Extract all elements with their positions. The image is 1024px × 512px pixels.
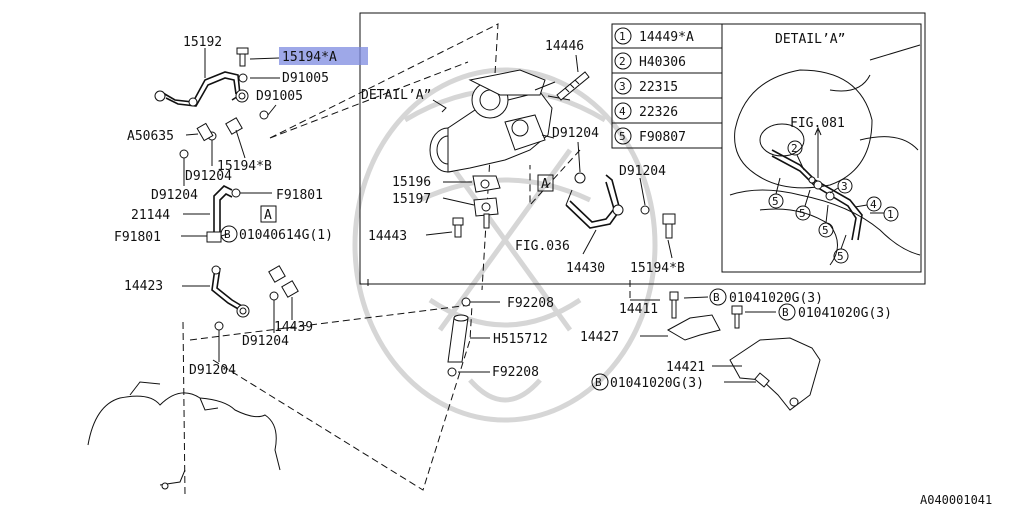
label-01041020g-1: 01041020G(3) bbox=[729, 291, 823, 306]
engine-outline bbox=[87, 381, 281, 490]
label-fig036: FIG.036 bbox=[515, 239, 570, 254]
marker-b2-circle bbox=[778, 303, 796, 321]
svg-text:1: 1 bbox=[887, 208, 894, 221]
svg-text:4: 4 bbox=[870, 198, 877, 211]
marker-b3-circle bbox=[591, 373, 609, 391]
marker-b-left-circle bbox=[220, 225, 238, 243]
label-f91801-b: F91801 bbox=[114, 230, 161, 245]
marker-b1-circle bbox=[709, 288, 727, 306]
marker-a-mid-box bbox=[537, 174, 554, 192]
legend-code-3: 22315 bbox=[639, 80, 678, 95]
label-14439: 14439 bbox=[274, 320, 313, 335]
label-a-mid: A bbox=[541, 177, 549, 192]
oil-pipe-14423 bbox=[211, 265, 299, 331]
label-f92208-b: F92208 bbox=[492, 365, 539, 380]
part-labels: 15192 15194*A D91005 D91005 A50635 15194… bbox=[114, 32, 992, 507]
label-d91005-a: D91005 bbox=[282, 71, 329, 86]
label-14411: 14411 bbox=[619, 302, 658, 317]
label-d91204-l1: D91204 bbox=[185, 169, 232, 184]
leader-lines bbox=[181, 48, 776, 383]
return-pipe-14430 bbox=[565, 172, 676, 239]
label-f91801-a: F91801 bbox=[276, 188, 323, 203]
legend-circles bbox=[614, 27, 632, 145]
label-14443: 14443 bbox=[368, 229, 407, 244]
turbo-frame bbox=[359, 12, 926, 285]
label-d91005-b: D91005 bbox=[256, 89, 303, 104]
svg-text:5: 5 bbox=[799, 207, 806, 220]
label-a-left: A bbox=[264, 208, 272, 223]
detail-a-title: DETAIL’A” bbox=[775, 32, 845, 47]
label-01040614g: 01040614G(1) bbox=[239, 228, 333, 243]
svg-text:5: 5 bbox=[837, 250, 844, 263]
label-b2: B bbox=[782, 306, 789, 319]
label-15194b-left: 15194*B bbox=[217, 159, 272, 174]
detail-a-frame bbox=[721, 23, 922, 273]
detail-a-drawing bbox=[729, 44, 921, 266]
legend-code-4: 22326 bbox=[639, 105, 678, 120]
label-h515712: H515712 bbox=[493, 332, 548, 347]
label-14423: 14423 bbox=[124, 279, 163, 294]
legend-code-5: F90807 bbox=[639, 130, 686, 145]
svg-text:3: 3 bbox=[841, 180, 848, 193]
detail-callout-numbers: 2 3 4 1 5 5 5 5 bbox=[772, 142, 894, 263]
gaskets-middle bbox=[452, 175, 501, 238]
label-14427: 14427 bbox=[580, 330, 619, 345]
bolt-15194a bbox=[236, 47, 249, 83]
stud-14446 bbox=[556, 71, 590, 101]
label-01041020g-3: 01041020G(3) bbox=[610, 376, 704, 391]
legend-num-5: 5 bbox=[619, 130, 626, 143]
turbocharger bbox=[429, 69, 571, 173]
label-14430: 14430 bbox=[566, 261, 605, 276]
hose-h515712 bbox=[447, 297, 471, 377]
label-d91204-l4: D91204 bbox=[189, 363, 236, 378]
label-14421: 14421 bbox=[666, 360, 705, 375]
label-b3: B bbox=[595, 376, 602, 389]
label-a50635: A50635 bbox=[127, 129, 174, 144]
diagram-id: A040001041 bbox=[920, 493, 992, 507]
legend-num-4: 4 bbox=[619, 105, 626, 118]
label-15194b-mid: 15194*B bbox=[630, 261, 685, 276]
label-21144: 21144 bbox=[131, 208, 170, 223]
label-detail-a-main: DETAIL’A” bbox=[361, 88, 431, 103]
label-fig081: FIG.081 bbox=[790, 116, 845, 131]
label-15196: 15196 bbox=[392, 175, 431, 190]
svg-text:5: 5 bbox=[772, 195, 779, 208]
legend-entries: 1 14449*A 2 H40306 3 22315 4 22326 5 F90… bbox=[619, 30, 694, 145]
label-15192: 15192 bbox=[183, 35, 222, 50]
legend-code-1: 14449*A bbox=[639, 30, 694, 45]
detail-callouts bbox=[768, 140, 899, 264]
label-15197: 15197 bbox=[392, 192, 431, 207]
label-d91204-l3: D91204 bbox=[242, 334, 289, 349]
label-d91204-m1: D91204 bbox=[552, 126, 599, 141]
marker-a-left-box bbox=[260, 205, 277, 223]
label-b-left: B bbox=[224, 228, 231, 241]
svg-text:2: 2 bbox=[791, 142, 798, 155]
label-15194a: 15194*A bbox=[282, 50, 337, 65]
svg-text:5: 5 bbox=[822, 224, 829, 237]
legend-num-3: 3 bbox=[619, 80, 626, 93]
label-d91204-l2: D91204 bbox=[151, 188, 198, 203]
brackets bbox=[666, 291, 821, 411]
label-f92208-a: F92208 bbox=[507, 296, 554, 311]
legend-code-2: H40306 bbox=[639, 55, 686, 70]
fittings-left bbox=[179, 97, 269, 159]
label-14446: 14446 bbox=[545, 39, 584, 54]
label-01041020g-2: 01041020G(3) bbox=[798, 306, 892, 321]
label-d91204-m2: D91204 bbox=[619, 164, 666, 179]
label-b1: B bbox=[713, 291, 720, 304]
oil-pipe-15192 bbox=[154, 71, 249, 107]
legend-num-1: 1 bbox=[619, 30, 626, 43]
legend-num-2: 2 bbox=[619, 55, 626, 68]
selected-part-highlight bbox=[279, 47, 368, 65]
